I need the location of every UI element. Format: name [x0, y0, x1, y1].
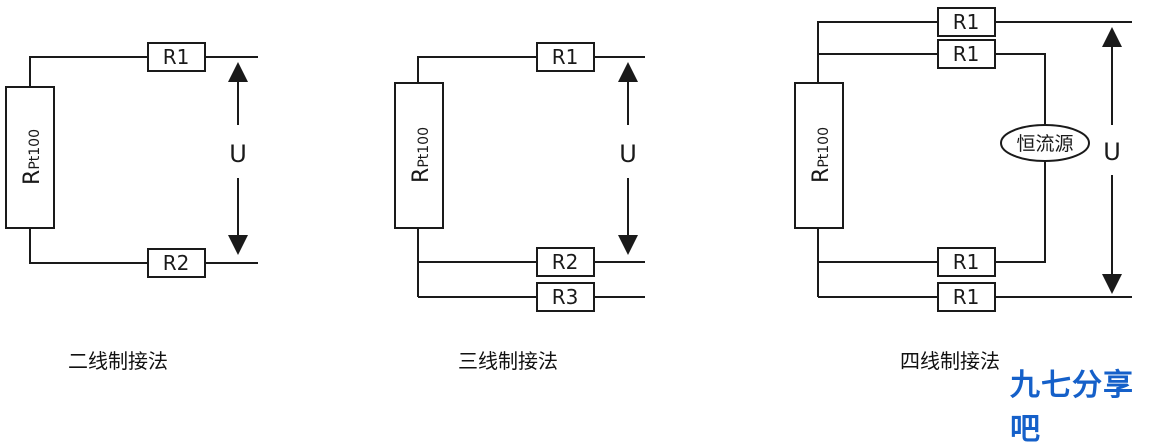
four-wire-inner-top-wire: [818, 53, 1046, 125]
three-wire-r1-resistor: [536, 42, 595, 72]
three-wire-sensor-label: RPt100: [409, 127, 434, 183]
four-wire-sensor-label: RPt100: [809, 127, 834, 183]
three-wire-r1-label: R1: [552, 45, 579, 69]
watermark-logo: 九七分享吧: [1010, 368, 1134, 447]
three-wire-r3-resistor: [536, 282, 595, 312]
four-wire-r1-resistor: [937, 7, 996, 37]
three-wire-sensor-resistor: [394, 82, 444, 229]
wiring-diagrams: RPt100 R1 R2 U RPt100 R1 R2 R3 U: [5, 7, 1132, 312]
four-wire-r2-resistor: [937, 39, 996, 69]
three-wire-r3-label: R3: [552, 285, 579, 309]
four-wire-caption: 四线制接法: [900, 349, 1000, 373]
four-wire-r1-label: R1: [953, 10, 980, 34]
two-wire-diagram: RPt100 R1 R2 U: [5, 42, 258, 278]
three-wire-caption: 三线制接法: [458, 349, 558, 373]
two-wire-r2-label: R2: [163, 251, 190, 275]
three-wire-r2-label: R2: [552, 250, 579, 274]
four-wire-current-source: [1000, 124, 1090, 162]
two-wire-r1-resistor: [147, 42, 206, 72]
two-wire-sensor-label: RPt100: [20, 129, 45, 185]
two-wire-caption: 二线制接法: [68, 349, 168, 373]
four-wire-r2-label: R1: [953, 42, 980, 66]
two-wire-voltage-label: U: [229, 140, 247, 168]
two-wire-r1-label: R1: [163, 45, 190, 69]
four-wire-outer-top-wire: [817, 21, 1132, 83]
three-wire-mid-wire: [417, 228, 645, 297]
three-wire-voltage-label: U: [619, 140, 637, 168]
four-wire-voltage-label: U: [1103, 138, 1121, 166]
three-wire-r2-resistor: [536, 247, 595, 277]
four-wire-r4-label: R1: [953, 285, 980, 309]
four-wire-current-source-label: 恒流源: [1016, 133, 1073, 155]
four-wire-diagram: RPt100 R1 R1 R1 R1 恒流源 U: [794, 7, 1132, 312]
four-wire-r3-label: R1: [953, 250, 980, 274]
four-wire-r3-resistor: [937, 247, 996, 277]
four-wire-sensor-resistor: [794, 82, 844, 229]
two-wire-sensor-resistor: [5, 86, 55, 229]
four-wire-r4-resistor: [937, 282, 996, 312]
three-wire-top-wire: [417, 56, 645, 83]
two-wire-bottom-wire: [29, 228, 258, 264]
two-wire-r2-resistor: [147, 248, 206, 278]
three-wire-diagram: RPt100 R1 R2 R3 U: [394, 42, 645, 312]
two-wire-top-wire: [29, 56, 258, 87]
four-wire-inner-bottom-wire: [817, 160, 1046, 297]
